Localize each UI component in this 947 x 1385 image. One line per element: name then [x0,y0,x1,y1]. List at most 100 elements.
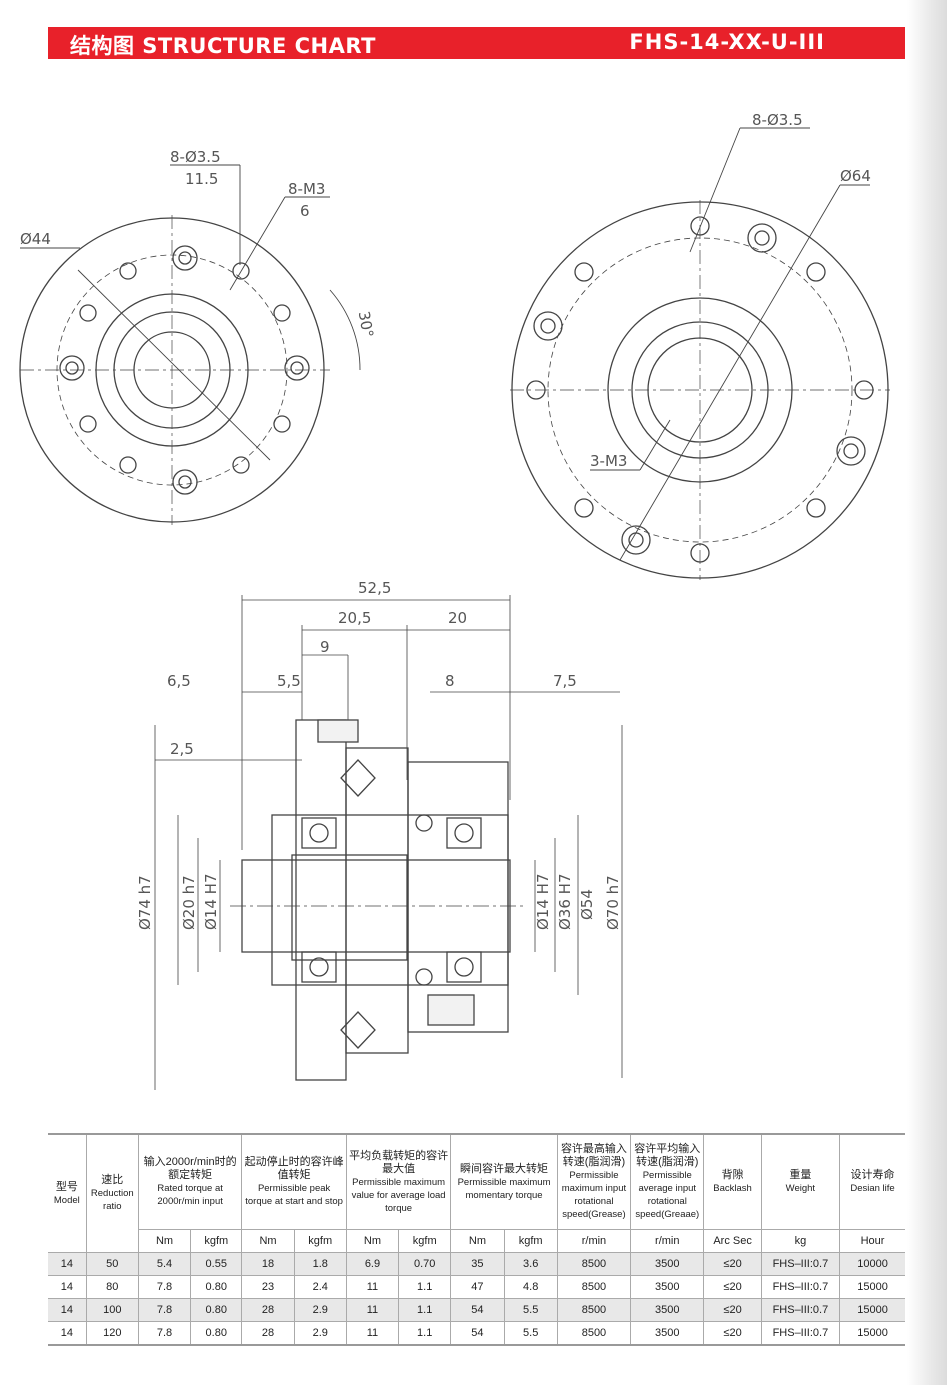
table-cell: 2.4 [293,1275,347,1299]
model-number: FHS-14-XX-U-III [629,30,825,54]
table-cell: ≤20 [703,1298,762,1322]
section-labels: 52,5 20,5 20 9 6,5 5,5 8 7,5 2,5 Ø74 h7 … [136,579,622,930]
holes-a-label: 8-Ø3.5 [170,148,221,166]
table-cell: ≤20 [703,1275,762,1299]
unit-cell: kgfm [503,1229,558,1253]
unit-cell: r/min [630,1229,705,1253]
table-cell: FHS–III:0.7 [760,1321,841,1346]
unit-cell: Nm [345,1229,400,1253]
overall-length-label: 52,5 [358,579,391,597]
dia-right-2: Ø36 H7 [556,874,574,930]
table-cell: FHS–III:0.7 [760,1275,841,1299]
dia-left-2: Ø20 h7 [180,875,198,930]
table-cell: ≤20 [703,1252,762,1276]
table-cell: 8500 [556,1321,632,1346]
dim-label-7: 7,5 [553,672,577,690]
table-cell: 15000 [839,1321,905,1346]
table-cell: 120 [85,1321,139,1346]
holes-label-right: 8-Ø3.5 [752,111,803,129]
table-cell: 6.9 [345,1252,400,1276]
table-cell: 8500 [556,1298,632,1322]
dia-right-3: Ø54 [578,889,596,920]
table-cell: 28 [241,1321,295,1346]
bolt-holes-right [526,216,874,563]
front-view-left [19,164,361,525]
unit-cell: kgfm [293,1229,347,1253]
table-cell: FHS–III:0.7 [760,1298,841,1322]
table-cell: 0.70 [398,1252,452,1276]
dim-label-5: 5,5 [277,672,301,690]
table-cell: 7.8 [137,1321,192,1346]
table-cell: 47 [450,1275,505,1299]
chart-title: 结构图 STRUCTURE CHART [70,34,376,58]
page-edge-shade [907,0,947,1385]
table-cell: 0.55 [190,1252,243,1276]
table-cell: 3500 [630,1298,705,1322]
dia-left-1: Ø74 h7 [136,875,154,930]
table-cell: 18 [241,1252,295,1276]
diameter-label-left: Ø44 [20,230,51,248]
table-cell: 7.8 [137,1298,192,1322]
front-view-right [510,127,890,580]
dim-label-4: 6,5 [167,672,191,690]
unit-cell: Nm [450,1229,505,1253]
table-cell: 1.1 [398,1321,452,1346]
table-cell: 8500 [556,1275,632,1299]
table-cell: 5.5 [503,1321,558,1346]
table-cell: 2.9 [293,1321,347,1346]
structure-drawing: 8-Ø3.5 11.5 8-M3 6 Ø44 30° 8-Ø3. [19,111,890,1090]
table-cell: 4.8 [503,1275,558,1299]
table-cell: 11 [345,1275,400,1299]
dia-right-1: Ø14 H7 [534,874,552,930]
table-cell: 15000 [839,1275,905,1299]
table-cell: 14 [48,1321,87,1346]
table-cell: 3500 [630,1321,705,1346]
unit-cell: Nm [138,1229,192,1253]
table-cell: 2.9 [293,1298,347,1322]
table-cell: 54 [450,1298,505,1322]
table-cell: 15000 [839,1298,905,1322]
bolt-holes-left [59,245,310,495]
threads-depth-label: 6 [300,202,310,220]
unit-row: Nm kgfm Nm kgfm Nm kgfm Nm kgfm r/min r/… [48,1229,905,1253]
unit-cell: kg [760,1229,841,1253]
table-cell: 7.8 [137,1275,192,1299]
table-cell: 1.8 [293,1252,347,1276]
unit-cell: Arc Sec [703,1229,762,1253]
unit-cell: kgfm [398,1229,452,1253]
right-view-labels: 8-Ø3.5 Ø64 3-M3 [590,111,871,470]
table-cell: 1.1 [398,1275,452,1299]
table-cell: 1.1 [398,1298,452,1322]
table-cell: ≤20 [703,1321,762,1346]
table-cell: 5.5 [503,1298,558,1322]
table-cell: 14 [48,1252,87,1276]
table-cell: 54 [450,1321,505,1346]
dia-left-3: Ø14 H7 [202,874,220,930]
table-cell: 3500 [630,1275,705,1299]
table-cell: 5.4 [137,1252,192,1276]
table-cell: 11 [345,1321,400,1346]
title-banner: 结构图 STRUCTURE CHART FHS-14-XX-U-III [48,27,905,59]
table-cell: 0.80 [190,1321,243,1346]
threads-label: 8-M3 [288,180,325,198]
holes-a-depth-label: 11.5 [185,170,218,188]
diameter-label-right: Ø64 [840,167,871,185]
section-view [154,595,623,1090]
table-cell: FHS–III:0.7 [760,1252,841,1276]
dim-label-2: 20 [448,609,467,627]
table-cell: 3.6 [503,1252,558,1276]
table-cell: 14 [48,1275,87,1299]
col-max-speed: 容许最高输入转速(脂润滑)Permissible maximum input r… [556,1133,632,1230]
table-cell: 0.80 [190,1275,243,1299]
table-cell: 23 [241,1275,295,1299]
